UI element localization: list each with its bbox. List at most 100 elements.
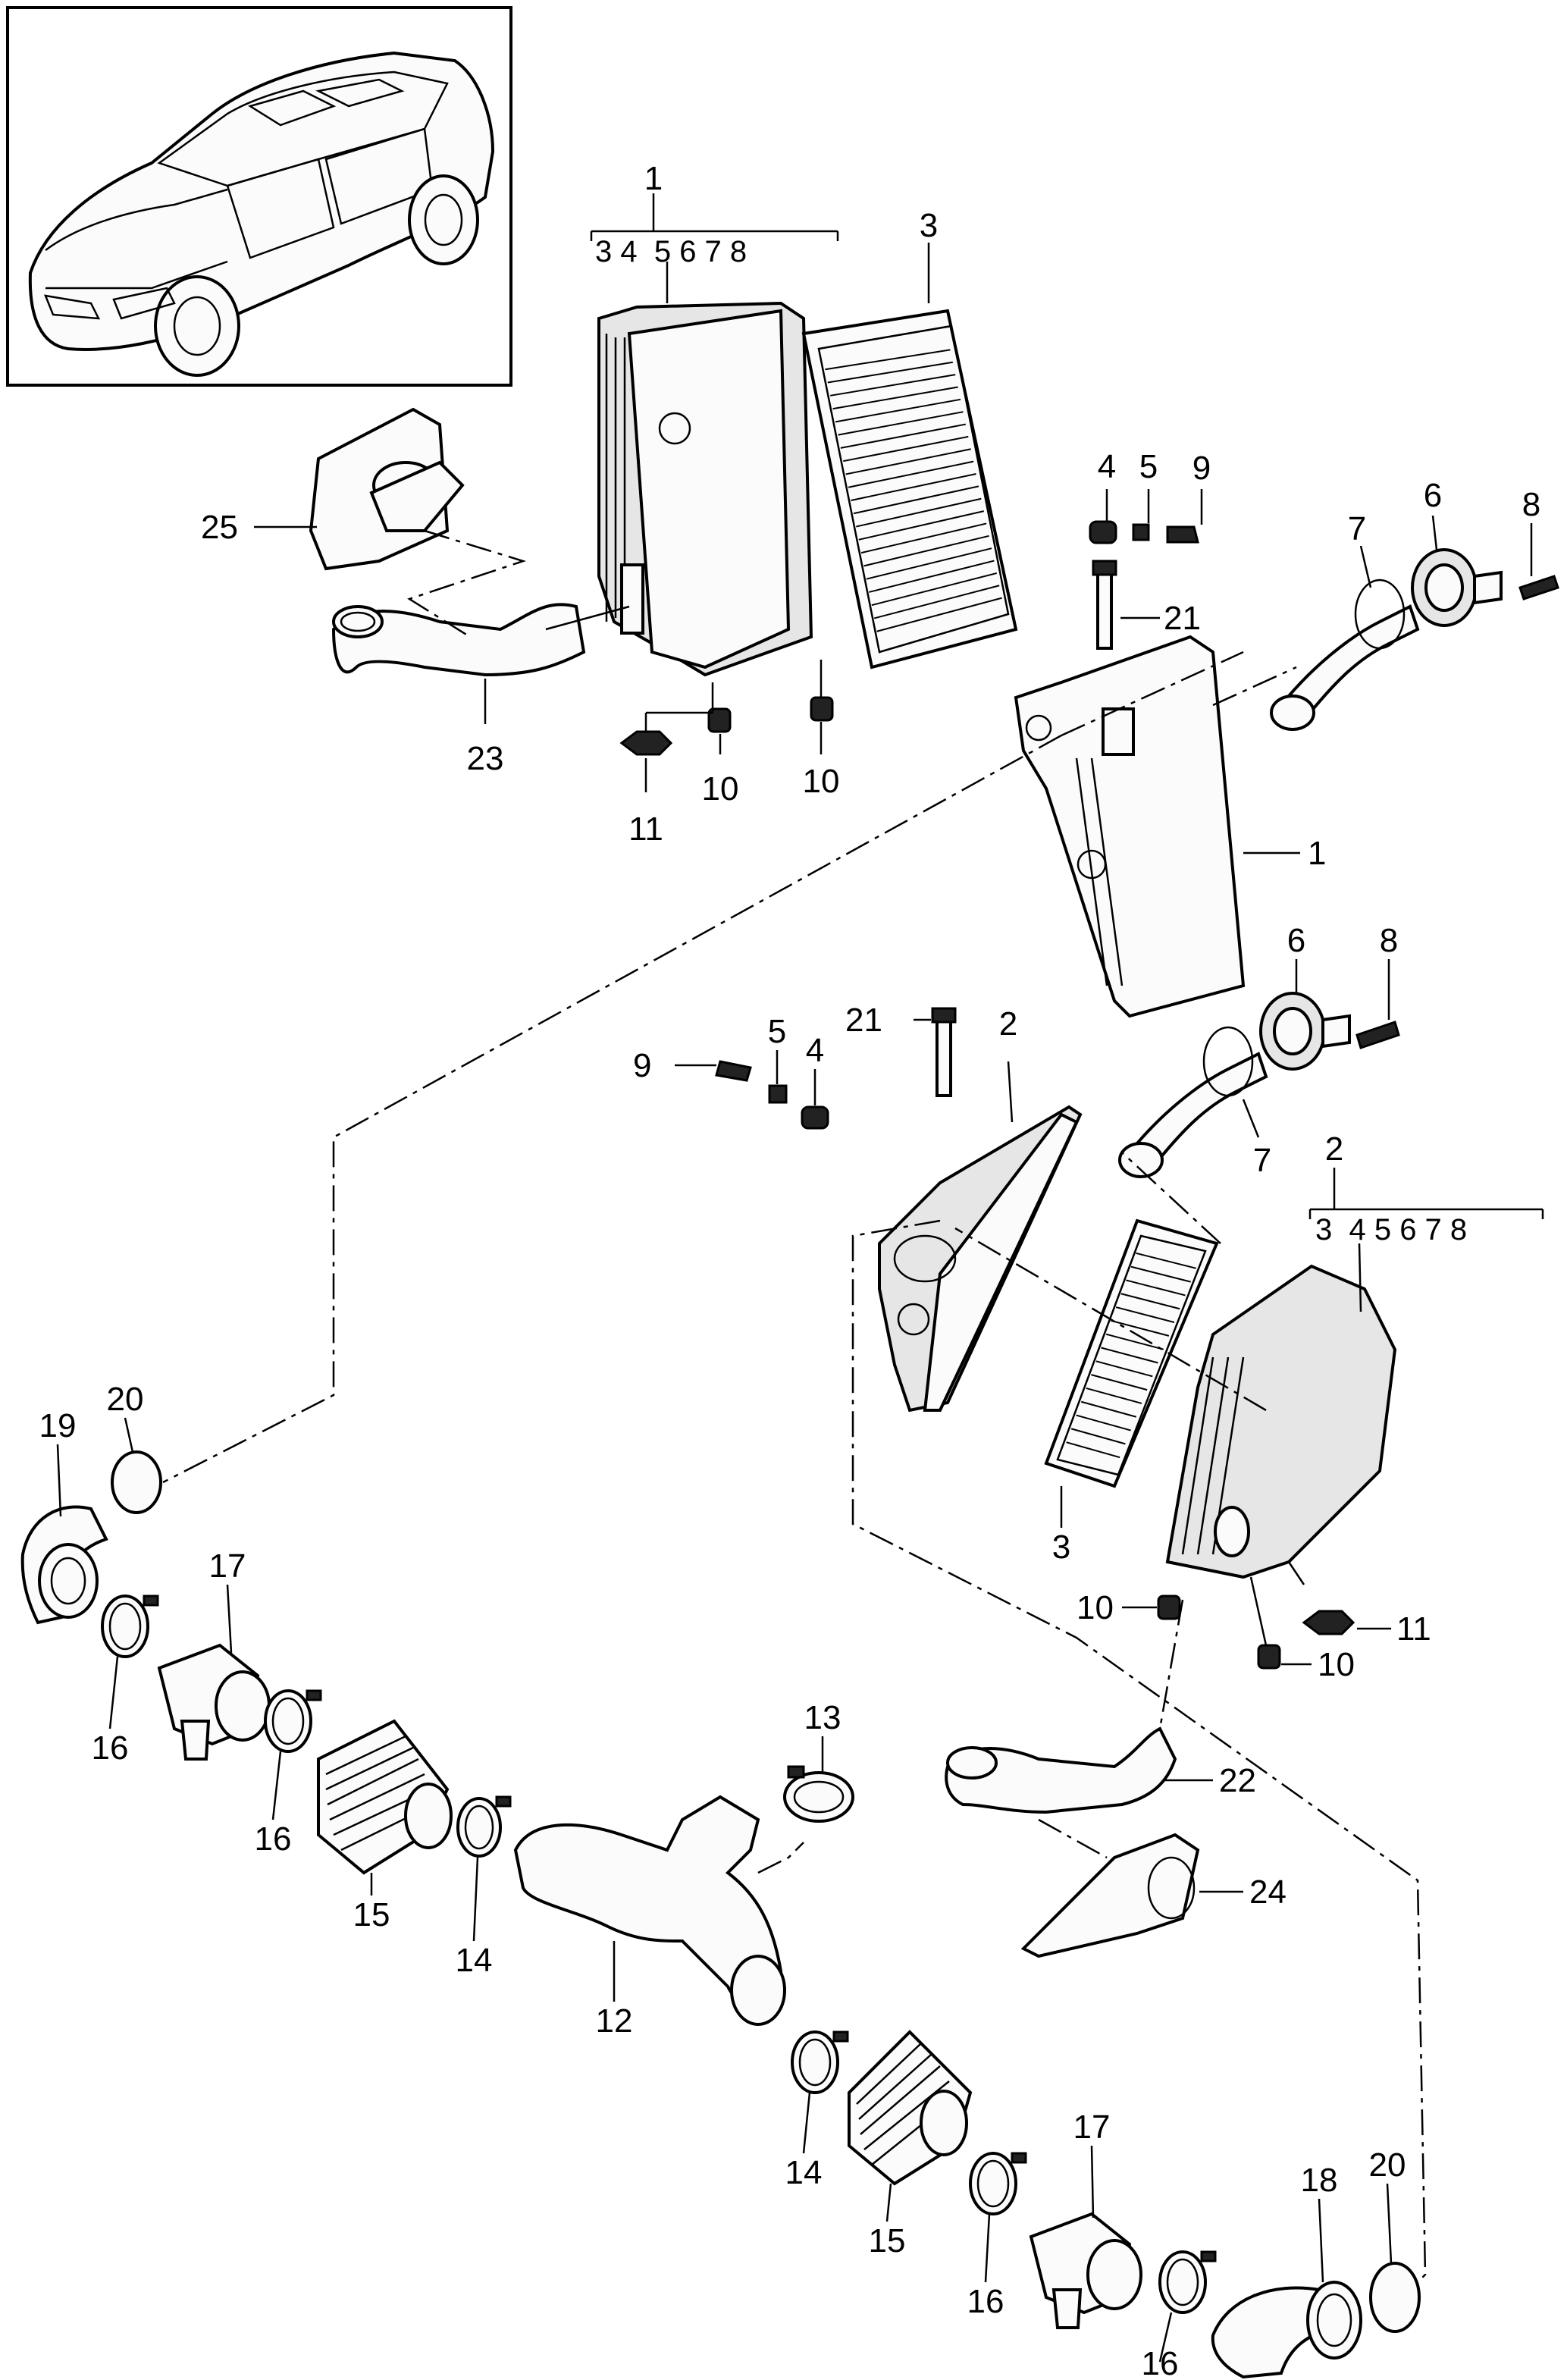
clamp-14-bot <box>791 2030 849 2094</box>
grommet-10-mid-b <box>1257 1644 1281 1670</box>
callout-5-top: 5 <box>1139 448 1158 485</box>
elbow-18 <box>1211 2281 1362 2379</box>
callout-16-b: 16 <box>255 1820 292 1858</box>
intake-hose-22 <box>945 1726 1177 1814</box>
callout-14-left: 14 <box>456 1942 493 1979</box>
callout-16-c: 16 <box>967 2283 1004 2320</box>
nut-11-top <box>619 730 673 756</box>
callout-9-top: 9 <box>1192 450 1211 487</box>
filter-ribs-mid <box>1066 1252 1197 1459</box>
filter-pleat-line <box>858 510 984 541</box>
clamp-14-left <box>456 1795 512 1858</box>
filter-pleat-line <box>853 485 979 515</box>
callout-7-top: 7 <box>1348 510 1366 547</box>
filter-pleat-line <box>840 423 967 449</box>
callout-10-mid-a: 10 <box>1077 1589 1114 1626</box>
callout-9-mid: 9 <box>633 1047 651 1084</box>
callout-13: 13 <box>804 1699 841 1736</box>
callout-22: 22 <box>1219 1762 1256 1799</box>
air-guide-24 <box>1020 1833 1200 1958</box>
filter-pleat-line <box>851 473 976 501</box>
callout-24: 24 <box>1249 1874 1287 1911</box>
pin-21-top <box>1092 560 1117 650</box>
filter-pleat-line <box>1066 1441 1120 1459</box>
air-guide-1-right <box>1014 635 1246 1018</box>
nut-11-mid <box>1302 1610 1355 1635</box>
callout-16-d: 16 <box>1142 2345 1179 2380</box>
callout-18: 18 <box>1301 2162 1338 2199</box>
filter-pleat-line <box>1111 1319 1170 1337</box>
callout-3-mid: 3 <box>1052 1529 1070 1566</box>
callout-15-left: 15 <box>353 1896 390 1933</box>
callout-25: 25 <box>201 509 238 546</box>
filter-pleat-line <box>825 349 951 371</box>
callout-17-left: 17 <box>209 1547 246 1585</box>
callout-14-bot: 14 <box>785 2154 823 2191</box>
callout-10-top-b: 10 <box>803 763 840 800</box>
filter-pleat-line <box>1086 1387 1142 1404</box>
clamp-13 <box>783 1765 854 1823</box>
callout-2-right: 2 <box>1325 1130 1343 1168</box>
bushing-5-mid <box>768 1084 788 1104</box>
filter-pleat-line <box>1126 1279 1186 1297</box>
filter-pleat-line <box>1120 1293 1180 1310</box>
filter-pleat-line <box>845 448 971 475</box>
filter-ribs-top <box>825 349 1002 632</box>
screw-9-mid <box>715 1060 752 1082</box>
filter-pleat-line <box>1105 1333 1164 1350</box>
filter-pleat-line <box>843 435 969 463</box>
callout-20-bot: 20 <box>1369 2146 1406 2184</box>
callout-6-mid: 6 <box>1287 922 1305 959</box>
clamp-16-c <box>969 2152 1027 2215</box>
pin-21-mid <box>931 1007 957 1097</box>
callout-2-right-sub: 3 4 5 6 7 8 <box>1315 1213 1467 1246</box>
filter-pleat-line <box>860 522 987 554</box>
air-filter-housing-2-mid <box>878 1105 1083 1413</box>
filter-pleat-line <box>1115 1306 1175 1324</box>
grommet-10-top-a <box>707 707 732 733</box>
callout-labels: 1 3 4 5 6 7 8 3 25 23 11 10 10 4 5 9 6 8… <box>39 160 1541 2380</box>
hose-7-mid <box>1118 1026 1268 1178</box>
seal-20-bot <box>1369 2262 1421 2333</box>
filter-pleat-line <box>838 411 964 436</box>
screw-9-top <box>1166 525 1199 544</box>
grommet-10-mid-a <box>1157 1595 1181 1620</box>
filter-pleat-line <box>1070 1428 1126 1445</box>
callout-10-top-a: 10 <box>702 770 739 807</box>
clamp-16-b <box>264 1689 322 1753</box>
adapter-17-bot <box>1029 2212 1142 2329</box>
filter-pleat-line <box>866 547 992 580</box>
callout-1-top-sub: 3 4 5 6 7 8 <box>595 235 747 268</box>
callout-19: 19 <box>39 1407 77 1444</box>
callout-1-top: 1 <box>644 160 663 197</box>
grommet-4-mid <box>801 1105 829 1130</box>
callout-7-mid: 7 <box>1253 1142 1271 1179</box>
y-pipe-12 <box>513 1795 786 2026</box>
air-filter-element-top <box>801 309 1018 669</box>
filter-pleat-line <box>1101 1347 1158 1364</box>
filter-pleat-line <box>830 374 956 397</box>
callout-20-left: 20 <box>107 1381 144 1418</box>
air-filter-housing-upper-left <box>597 301 813 677</box>
air-filter-housing-2-right <box>1165 1264 1397 1579</box>
callout-15-bot: 15 <box>869 2222 906 2259</box>
callout-6-top: 6 <box>1424 477 1442 514</box>
clamp-16-a <box>101 1595 159 1658</box>
callout-23: 23 <box>467 740 504 777</box>
adapter-17-left <box>157 1643 271 1761</box>
filter-pleat-line <box>873 585 1000 619</box>
filter-pleat-line <box>1136 1252 1197 1269</box>
connector-lines <box>162 529 1427 2283</box>
screw-8-mid <box>1355 1021 1400 1049</box>
air-filter-element-mid <box>1044 1218 1219 1488</box>
filter-pleat-line <box>869 560 995 593</box>
callout-5-mid: 5 <box>768 1013 786 1050</box>
seal-20-left <box>111 1450 162 1514</box>
car-thumbnail-icon <box>6 6 512 387</box>
callout-2-mid: 2 <box>999 1005 1017 1043</box>
callout-10-mid-b: 10 <box>1318 1646 1355 1683</box>
callout-3-top: 3 <box>920 207 938 244</box>
intake-hose-23 <box>331 603 586 677</box>
filter-pleat-line <box>863 535 989 567</box>
